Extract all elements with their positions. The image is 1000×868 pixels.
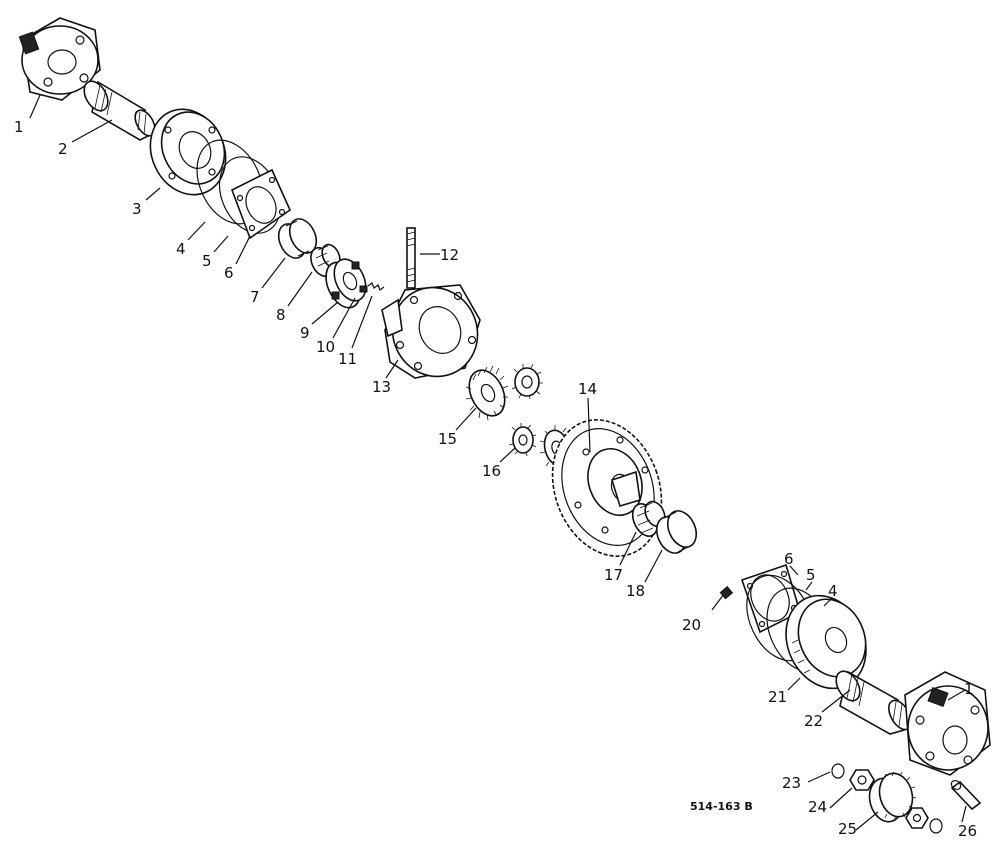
part-15-side-gear: [465, 365, 509, 421]
label-5-top: 5: [202, 252, 212, 270]
label-26: 26: [958, 822, 977, 840]
part-12-stud: [406, 227, 416, 289]
label-3: 3: [132, 200, 142, 218]
label-6-top: 6: [224, 264, 234, 282]
part-21-piston-plate: [785, 594, 867, 690]
leader-lines: [29, 94, 967, 831]
label-17: 17: [604, 566, 623, 584]
label-1-bottom: 1: [964, 680, 974, 698]
label-20: 20: [682, 616, 701, 634]
label-24: 24: [808, 798, 827, 816]
part-6-gasket-top: [230, 168, 292, 240]
part-24-nut: [849, 769, 875, 791]
part-22-splined-shaft: [835, 670, 912, 735]
ring-gear: [551, 419, 663, 557]
label-15: 15: [438, 430, 457, 448]
label-6-bottom: 6: [784, 550, 794, 568]
pinion-gear-upper: [511, 363, 543, 400]
part-2-splined-shaft: [83, 80, 156, 141]
label-25: 25: [838, 820, 857, 838]
part-18-bearing-cup: [655, 510, 698, 554]
label-18: 18: [626, 582, 645, 600]
lower-nut: [905, 807, 929, 829]
label-4-top: 4: [176, 240, 186, 258]
part-25-gear: [868, 771, 917, 823]
label-21: 21: [768, 688, 787, 706]
label-4-bottom: 4: [828, 582, 838, 600]
part-20-bolt: [711, 586, 734, 611]
part-16-pinion: [508, 423, 537, 457]
label-23: 23: [782, 774, 801, 792]
lower-ring: [929, 818, 943, 834]
label-8: 8: [276, 306, 286, 324]
label-13: 13: [372, 378, 391, 396]
label-2: 2: [58, 140, 68, 158]
label-10: 10: [316, 338, 335, 356]
part-6-gasket-bottom: [740, 563, 801, 634]
label-1-top: 1: [14, 118, 24, 136]
part-13-differential-housing: [381, 284, 481, 379]
callout-labels: 1 2 3 4 5 6 7 8 9 10 11 12 13 14 15 16 1…: [14, 118, 977, 840]
part-26-pin: [950, 779, 982, 811]
label-12: 12: [440, 246, 459, 264]
part-11-spring: [367, 282, 385, 291]
label-5-bottom: 5: [806, 566, 816, 584]
part-1-top-flange: [18, 17, 101, 101]
label-22: 22: [804, 712, 823, 730]
label-16: 16: [482, 462, 501, 480]
part-23-washer: [831, 763, 845, 779]
part-7-bearing-cup: [277, 218, 318, 259]
label-11: 11: [338, 350, 357, 368]
label-9: 9: [300, 324, 310, 342]
part-1-bottom-flange: [904, 671, 991, 776]
drawing-code: 514-163 B: [690, 800, 753, 813]
part-9-carrier-plate: [325, 258, 368, 309]
label-14: 14: [578, 380, 597, 398]
part-3-piston-plate: [149, 108, 227, 196]
label-7: 7: [250, 288, 260, 306]
